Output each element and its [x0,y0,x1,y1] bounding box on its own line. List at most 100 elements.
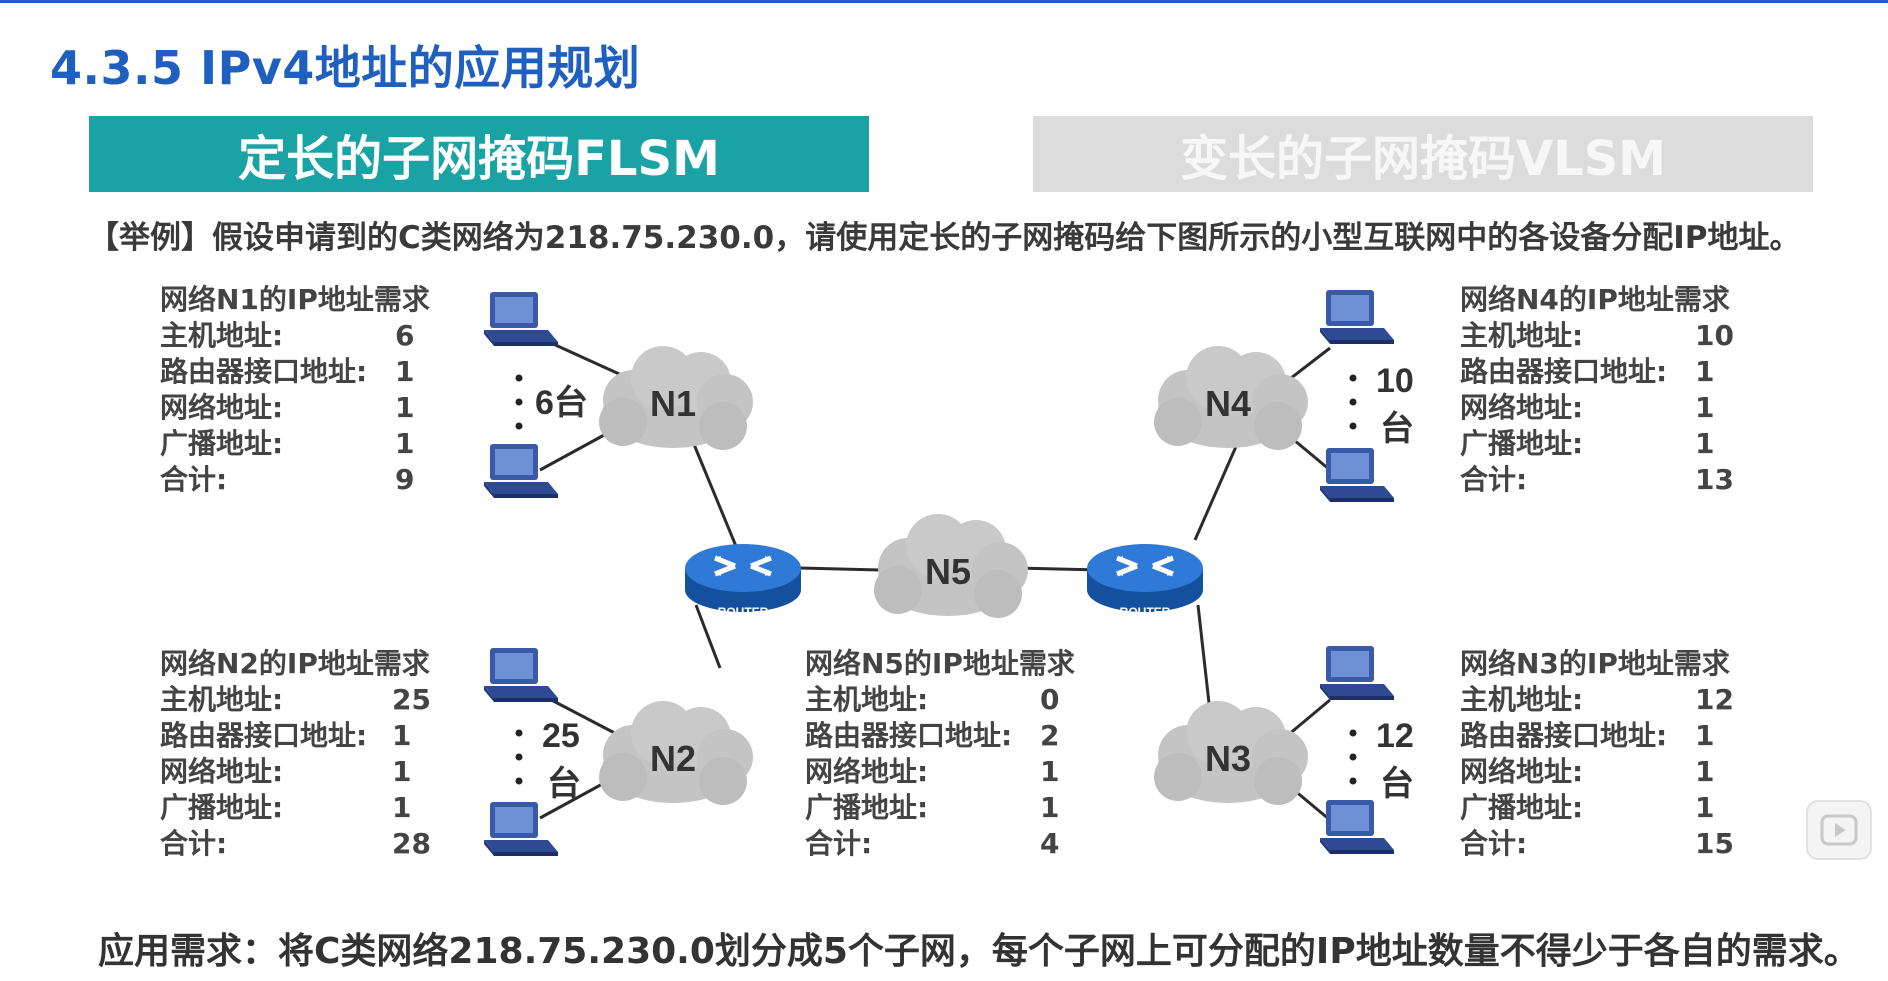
cloud-n2-label: N2 [650,738,696,779]
n4-req-value: 1 [1695,391,1715,424]
pc-icon [1320,646,1394,700]
cloud-n3: N3 [1154,701,1308,805]
n5-requirements: 网络N5的IP地址需求 主机地址: 0 路由器接口地址: 2 网络地址: 1 广播地址… [805,646,1075,862]
n4-req-label: 网络地址: [1460,391,1584,424]
top-accent-line [0,0,1888,3]
n3-req-value: 1 [1695,791,1715,824]
pc-icon [484,444,558,498]
n5-req-label: 广播地址: [805,791,929,824]
n2-req-value: 1 [392,791,412,824]
n1-req-value: 1 [395,391,415,424]
n3-req-label: 合计: [1460,827,1528,860]
pc-icon [484,292,558,346]
n5-req-value: 4 [1040,827,1060,860]
n4-req-label: 主机地址: [1460,319,1584,352]
n5-req-label: 主机地址: [805,683,929,716]
n5-req-value: 2 [1040,719,1060,752]
ellipsis-dots [515,374,1357,785]
cloud-n1-label: N1 [650,383,696,424]
n2-req-label: 主机地址: [160,683,284,716]
n5-req-label: 路由器接口地址: [805,719,1013,752]
n4-req-label: 合计: [1460,463,1528,496]
n1-req-value: 9 [395,463,415,496]
router-right-label: ROUTER [1120,605,1171,619]
n5-req-value: 0 [1040,683,1060,716]
play-icon [1820,814,1858,846]
router-left-label: ROUTER [718,605,769,619]
n3-req-value: 12 [1695,683,1734,716]
n2-host-unit: 台 [547,765,581,803]
router-right: ROUTER [1087,544,1203,619]
n1-req-label: 路由器接口地址: [160,355,368,388]
n5-req-value: 1 [1040,755,1060,788]
n4-req-title: 网络N4的IP地址需求 [1460,283,1730,316]
n4-host-unit: 台 [1380,410,1414,448]
n1-host-count: 6台 [535,384,588,422]
application-requirement-text: 应用需求：将C类网络218.75.230.0划分成5个子网，每个子网上可分配的I… [98,931,1860,972]
n5-req-title: 网络N5的IP地址需求 [805,647,1075,680]
n3-requirements: 网络N3的IP地址需求 主机地址: 12 路由器接口地址: 1 网络地址: 1 广播地… [1460,646,1734,862]
n1-req-value: 1 [395,355,415,388]
n4-req-value: 1 [1695,355,1715,388]
pc-icon [1320,800,1394,854]
n2-req-value: 1 [392,719,412,752]
n1-req-value: 6 [395,319,415,352]
n4-host-count: 10 [1376,362,1414,400]
n3-req-value: 1 [1695,719,1715,752]
cloud-n5-label: N5 [925,551,971,592]
n5-req-label: 网络地址: [805,755,929,788]
n1-req-value: 1 [395,427,415,460]
pc-icon [1320,290,1394,344]
n4-req-label: 路由器接口地址: [1460,355,1668,388]
n2-req-label: 广播地址: [160,791,284,824]
cloud-n3-label: N3 [1205,738,1251,779]
tab-flsm[interactable]: 定长的子网掩码FLSM [89,116,869,192]
router-left: ROUTER [685,544,801,619]
n4-req-value: 10 [1695,319,1734,352]
n2-requirements: 网络N2的IP地址需求 主机地址: 25 路由器接口地址: 1 网络地址: 1 广播地… [160,646,431,862]
n2-req-label: 合计: [160,827,228,860]
page-title: 4.3.5 IPv4地址的应用规划 [50,41,641,95]
n3-req-label: 主机地址: [1460,683,1584,716]
cloud-n2: N2 [599,701,753,805]
n5-req-value: 1 [1040,791,1060,824]
cloud-n4-label: N4 [1205,383,1251,424]
n3-req-label: 网络地址: [1460,755,1584,788]
n3-req-title: 网络N3的IP地址需求 [1460,647,1730,680]
n2-req-value: 28 [392,827,431,860]
n1-req-label: 网络地址: [160,391,284,424]
n4-requirements: 网络N4的IP地址需求 主机地址: 10 路由器接口地址: 1 网络地址: 1 广播地… [1460,282,1734,498]
pc-icon [484,648,558,702]
n3-host-count: 12 [1376,717,1414,755]
n3-host-unit: 台 [1380,765,1414,803]
n3-req-value: 1 [1695,755,1715,788]
pc-icon [484,802,558,856]
cloud-n1: N1 [599,346,753,450]
n1-req-title: 网络N1的IP地址需求 [160,283,430,316]
cloud-n4: N4 [1154,346,1308,450]
pc-icon [1320,448,1394,502]
n4-req-label: 广播地址: [1460,427,1584,460]
n2-req-title: 网络N2的IP地址需求 [160,647,430,680]
n4-req-value: 1 [1695,427,1715,460]
example-text: 【举例】假设申请到的C类网络为218.75.230.0，请使用定长的子网掩码给下… [88,220,1801,256]
n3-req-value: 15 [1695,827,1734,860]
n2-req-value: 25 [392,683,431,716]
n1-requirements: 网络N1的IP地址需求 主机地址: 6 路由器接口地址: 1 网络地址: 1 广播地址… [160,282,430,498]
n2-req-value: 1 [392,755,412,788]
n3-req-label: 路由器接口地址: [1460,719,1668,752]
n2-req-label: 路由器接口地址: [160,719,368,752]
n4-req-value: 13 [1695,463,1734,496]
n1-req-label: 主机地址: [160,319,284,352]
n2-req-label: 网络地址: [160,755,284,788]
tab-vlsm[interactable]: 变长的子网掩码VLSM [1033,116,1813,192]
n1-req-label: 合计: [160,463,228,496]
n3-req-label: 广播地址: [1460,791,1584,824]
n5-req-label: 合计: [805,827,873,860]
n1-req-label: 广播地址: [160,427,284,460]
floating-play-button[interactable] [1806,800,1872,860]
n2-host-count: 25 [542,717,580,755]
cloud-n5: N5 [874,514,1028,618]
